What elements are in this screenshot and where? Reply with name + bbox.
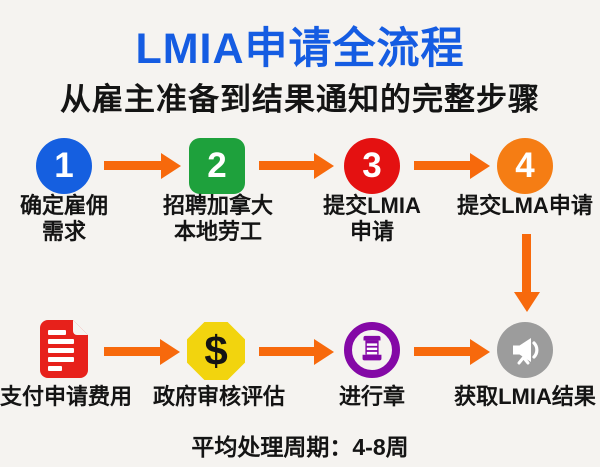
government-review-label: 政府审核评估	[152, 384, 285, 409]
arrow-right-icon	[104, 161, 161, 170]
arrow-right-icon	[414, 347, 470, 356]
step-2-badge: 2	[189, 138, 245, 194]
step-2-label: 招聘加拿大 本地劳工	[162, 193, 273, 244]
get-result-label: 获取LMIA结果	[454, 384, 596, 409]
document-icon	[40, 320, 88, 383]
step-4-badge: 4	[497, 138, 553, 194]
arrow-right-icon	[259, 347, 314, 356]
step-3-label: 提交LMIA 申请	[323, 193, 421, 244]
step-1-badge: 1	[36, 138, 92, 194]
processing-time-note: 平均处理周期：4-8周	[191, 434, 409, 460]
stamp-icon	[344, 322, 400, 378]
pay-fee-label: 支付申请费用	[0, 384, 132, 409]
page-subtitle: 从雇主准备到结果通知的完整步骤	[60, 82, 540, 117]
arrow-right-icon	[259, 161, 314, 170]
dollar-sign: $	[204, 327, 228, 374]
arrow-right-icon	[104, 347, 160, 356]
dollar-octagon-icon: $	[187, 322, 245, 380]
step-1-label: 确定雇佣 需求	[19, 193, 108, 244]
arrow-right-icon	[414, 161, 470, 170]
megaphone-icon	[497, 322, 553, 378]
step-4-label: 提交LMA申请	[457, 193, 593, 218]
stamp-step-label: 进行章	[338, 384, 405, 409]
page-title: LMIA申请全流程	[135, 25, 465, 73]
step-3-badge: 3	[344, 138, 400, 194]
arrow-down-icon	[522, 234, 531, 292]
